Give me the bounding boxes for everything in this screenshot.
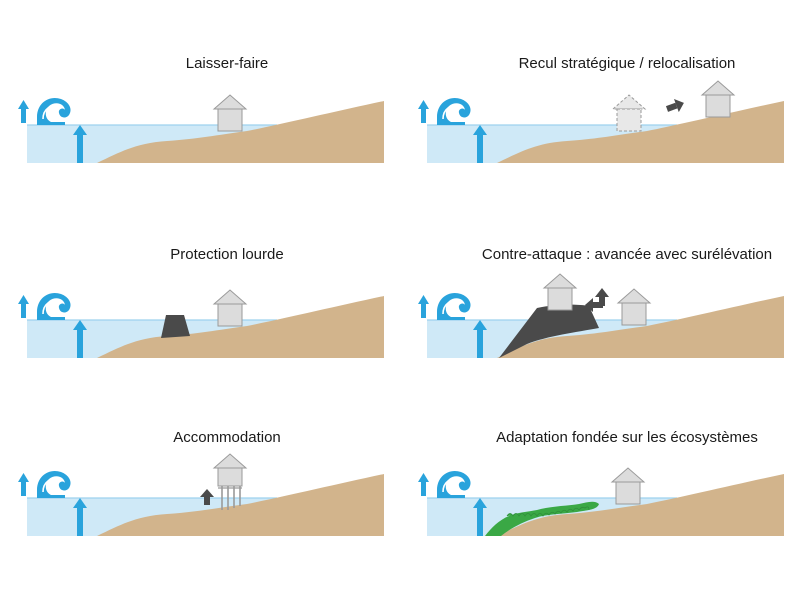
panel-title-protection-lourde: Protection lourde — [170, 246, 284, 263]
wave-icon — [436, 470, 472, 499]
elevated-house-icon — [543, 273, 577, 311]
panel-contre-attaque — [418, 273, 784, 358]
sea-level-rise-arrow-icon — [418, 295, 487, 358]
move-arrow-icon — [665, 99, 684, 113]
house-icon — [213, 289, 247, 327]
panel-title-laisser-faire: Laisser-faire — [185, 55, 269, 72]
vegetation-crown — [506, 506, 590, 517]
wave-icon — [36, 292, 72, 321]
panel-title-accommodation: Accommodation — [173, 429, 281, 446]
seaward-arrow-icon — [585, 298, 603, 312]
sea-level-rise-arrow-icon — [418, 473, 487, 536]
coastal-land — [497, 474, 784, 536]
relocated-house-icon — [701, 80, 735, 118]
panel-recul-strategique — [418, 80, 784, 163]
sea-level-rise-arrow-icon — [18, 100, 87, 163]
reclaimed-land-platform — [499, 304, 599, 358]
raise-arrow-icon — [200, 489, 214, 505]
coastal-land — [497, 296, 784, 358]
sea-level-rise-arrow-icon — [18, 473, 87, 536]
wave-icon — [436, 292, 472, 321]
seawall-icon — [161, 315, 190, 338]
sea-level-rise-arrow-icon — [18, 295, 87, 358]
sea-level-rise-arrow-icon — [418, 100, 487, 163]
panel-title-contre-attaque: Contre-attaque : avancée avec surélévati… — [481, 246, 773, 263]
panel-protection-lourde — [18, 289, 384, 358]
former-house-icon — [612, 94, 646, 132]
house-icon — [617, 288, 651, 326]
panel-adaptation-ecosystemes — [418, 467, 784, 536]
coastal-land — [97, 101, 384, 163]
house-icon — [213, 94, 247, 132]
wave-icon — [36, 470, 72, 499]
panel-accommodation — [18, 453, 384, 536]
wave-icon — [36, 97, 72, 126]
wave-icon — [436, 97, 472, 126]
move-arrow-icon — [595, 288, 609, 306]
house-icon — [611, 467, 645, 505]
panel-title-adaptation-ecosystemes: Adaptation fondée sur les écosystèmes — [496, 429, 758, 446]
coastal-land — [497, 101, 784, 163]
panel-laisser-faire — [18, 94, 384, 163]
stilt-house-icon — [212, 453, 248, 510]
panel-title-recul-strategique: Recul stratégique / relocalisation — [518, 55, 736, 72]
coastal-land — [97, 296, 384, 358]
